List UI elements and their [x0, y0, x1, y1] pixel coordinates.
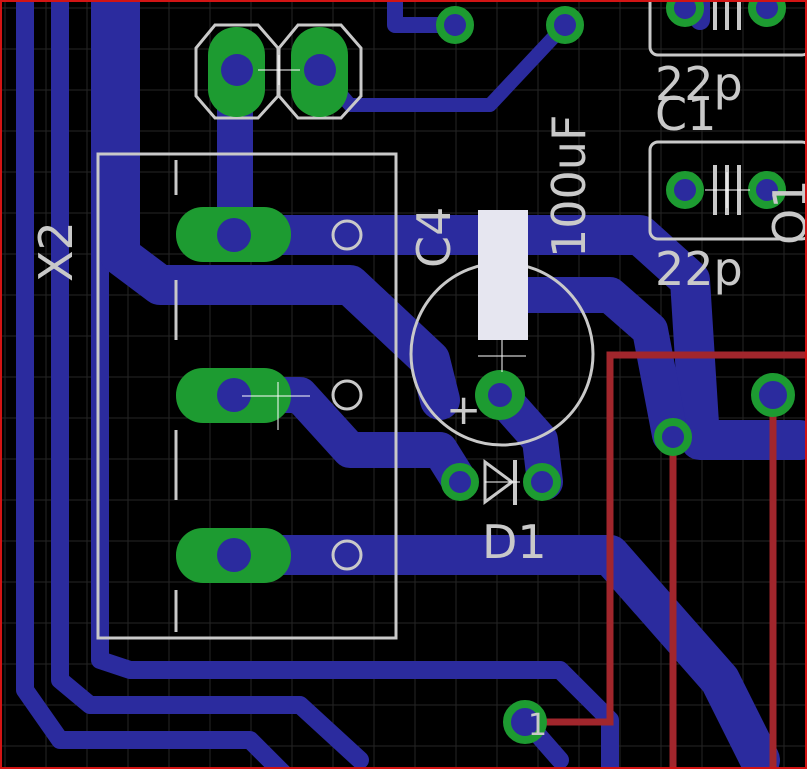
- ring-pads[interactable]: [436, 0, 795, 744]
- trace-main-vertical[interactable]: [100, 0, 460, 420]
- crosshair-icon: [258, 55, 300, 85]
- trace-top-vertical[interactable]: [387, 0, 463, 33]
- trace-bottom-pad[interactable]: [215, 535, 780, 769]
- label-c4: C4: [407, 207, 461, 268]
- jumper-drill-1: [221, 54, 253, 86]
- pin-markers: [331, 219, 363, 571]
- trace-left-1[interactable]: [16, 0, 292, 769]
- c4-polarity-band: [478, 210, 528, 340]
- jumper-drill-2: [304, 54, 336, 86]
- label-pin-1: 1: [528, 708, 547, 743]
- label-c2-value: 22p: [655, 242, 743, 296]
- crosshair-icon: [242, 382, 310, 430]
- via-673[interactable]: [654, 418, 692, 456]
- crosshair-icon: [705, 172, 750, 208]
- via-top-1[interactable]: [436, 6, 474, 44]
- x2-outline: [96, 152, 398, 640]
- origin-crosses: [242, 55, 750, 483]
- trace-left-3[interactable]: [91, 0, 619, 769]
- top-trace-frame[interactable]: [606, 351, 807, 724]
- c1-pad-left[interactable]: [666, 171, 704, 209]
- trace-top-pad-right[interactable]: [215, 215, 807, 460]
- label-c4-value: 100uF: [542, 115, 596, 258]
- c2-outline: [648, 0, 807, 57]
- via-bottom[interactable]: [503, 700, 547, 744]
- x2-pin-marker-3: [331, 539, 363, 571]
- trace-left-2[interactable]: [51, 0, 369, 769]
- silk-labels: X2 C4 100uF + C1 22p 22p D1 Q1 1: [29, 57, 807, 743]
- x2-pin-marker-2: [331, 379, 363, 411]
- label-x2: X2: [29, 221, 83, 282]
- x2-pin-marker-1: [331, 219, 363, 251]
- via-top-2[interactable]: [546, 6, 584, 44]
- x2-drill-2: [217, 378, 251, 412]
- c1-pad-right[interactable]: [748, 171, 786, 209]
- label-c4-plus: +: [446, 385, 481, 434]
- d1-pad-left[interactable]: [441, 463, 479, 501]
- jumper-pad-1-outline: [194, 23, 280, 120]
- drill-holes: [217, 54, 512, 572]
- x2-drill-3: [217, 538, 251, 572]
- via-773[interactable]: [751, 373, 795, 417]
- crosshair-icon: [478, 340, 526, 372]
- bottom-layer-traces[interactable]: [16, 0, 807, 769]
- c1-outline: [648, 140, 807, 241]
- c2-pad-right[interactable]: [748, 0, 786, 27]
- label-q1: Q1: [763, 180, 807, 245]
- label-c1-value: 22p: [655, 57, 743, 111]
- label-d1: D1: [482, 515, 547, 569]
- c4-drill-plus: [488, 383, 512, 407]
- top-layer-traces[interactable]: [536, 351, 807, 769]
- trace-c4-right[interactable]: [482, 277, 688, 453]
- c2-plates: [713, 0, 741, 30]
- c2-pad-left[interactable]: [666, 0, 704, 27]
- d1-pad-right[interactable]: [523, 463, 561, 501]
- x2-drill-1: [217, 218, 251, 252]
- label-c1: C1: [655, 87, 716, 141]
